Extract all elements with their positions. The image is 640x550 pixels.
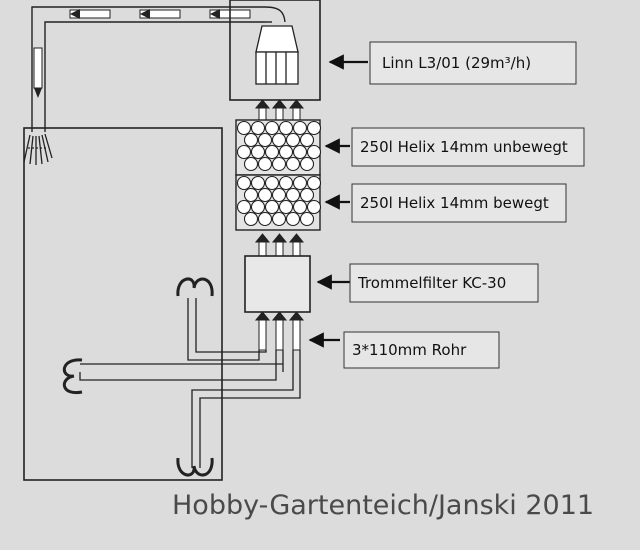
label-drum-filter-text: Trommelfilter KC-30 xyxy=(357,274,506,292)
helix-ball xyxy=(271,156,287,172)
label-pipes-text: 3*110mm Rohr xyxy=(352,341,467,359)
helix-ball xyxy=(292,199,308,215)
helix-media-icon xyxy=(236,120,322,227)
label-helix-moving-text: 250l Helix 14mm bewegt xyxy=(360,194,549,212)
helix-ball xyxy=(236,175,252,191)
helix-ball xyxy=(306,199,322,215)
outlet-splash-icon xyxy=(23,133,53,165)
helix-ball xyxy=(299,187,315,203)
helix-ball xyxy=(250,144,266,160)
helix-ball xyxy=(292,120,308,136)
label-helix-static: 250l Helix 14mm unbewegt xyxy=(351,127,585,167)
helix-ball xyxy=(306,120,322,136)
helix-ball xyxy=(264,144,280,160)
pump-intake-arrows xyxy=(254,99,305,121)
helix-ball xyxy=(306,175,322,191)
helix-ball xyxy=(257,132,273,148)
pump-icon xyxy=(255,25,299,85)
helix-ball xyxy=(292,175,308,191)
helix-ball xyxy=(285,132,301,148)
helix-ball xyxy=(243,211,259,227)
helix-ball xyxy=(292,144,308,160)
helix-ball xyxy=(250,120,266,136)
drum-filter-box xyxy=(244,255,311,313)
helix-ball xyxy=(257,156,273,172)
helix-ball xyxy=(243,156,259,172)
helix-ball xyxy=(278,199,294,215)
helix-ball xyxy=(271,187,287,203)
helix-ball xyxy=(257,187,273,203)
helix-ball xyxy=(250,199,266,215)
filter-flow-arrows xyxy=(254,233,305,257)
helix-ball xyxy=(299,132,315,148)
label-pipes: 3*110mm Rohr xyxy=(343,331,500,369)
helix-ball xyxy=(271,132,287,148)
label-helix-static-text: 250l Helix 14mm unbewegt xyxy=(360,138,568,156)
helix-ball xyxy=(236,199,252,215)
return-pipe xyxy=(31,6,286,132)
helix-ball xyxy=(250,175,266,191)
helix-ball xyxy=(236,144,252,160)
label-helix-moving: 250l Helix 14mm bewegt xyxy=(351,183,567,223)
helix-ball xyxy=(306,144,322,160)
label-pump-text: Linn L3/01 (29m³/h) xyxy=(382,54,531,72)
pond-outline xyxy=(23,127,223,481)
helix-ball xyxy=(285,211,301,227)
helix-ball xyxy=(236,120,252,136)
helix-ball xyxy=(264,199,280,215)
suction-pipes xyxy=(79,298,301,468)
pump-housing xyxy=(229,0,321,101)
helix-ball xyxy=(278,120,294,136)
helix-ball xyxy=(243,187,259,203)
helix-ball xyxy=(299,156,315,172)
label-drum-filter: Trommelfilter KC-30 xyxy=(349,263,539,303)
pipe-flow-arrows xyxy=(254,311,305,351)
helix-ball xyxy=(278,175,294,191)
inlet-icon xyxy=(63,277,214,477)
callout-arrows xyxy=(308,54,368,348)
helix-ball xyxy=(278,144,294,160)
helix-ball xyxy=(264,175,280,191)
helix-ball xyxy=(285,187,301,203)
helix-ball xyxy=(243,132,259,148)
helix-ball xyxy=(285,156,301,172)
label-pump: Linn L3/01 (29m³/h) xyxy=(369,41,577,85)
helix-ball xyxy=(271,211,287,227)
watermark: Hobby-Gartenteich/Janski 2011 xyxy=(172,490,594,521)
helix-ball xyxy=(264,120,280,136)
helix-ball xyxy=(299,211,315,227)
helix-ball xyxy=(257,211,273,227)
